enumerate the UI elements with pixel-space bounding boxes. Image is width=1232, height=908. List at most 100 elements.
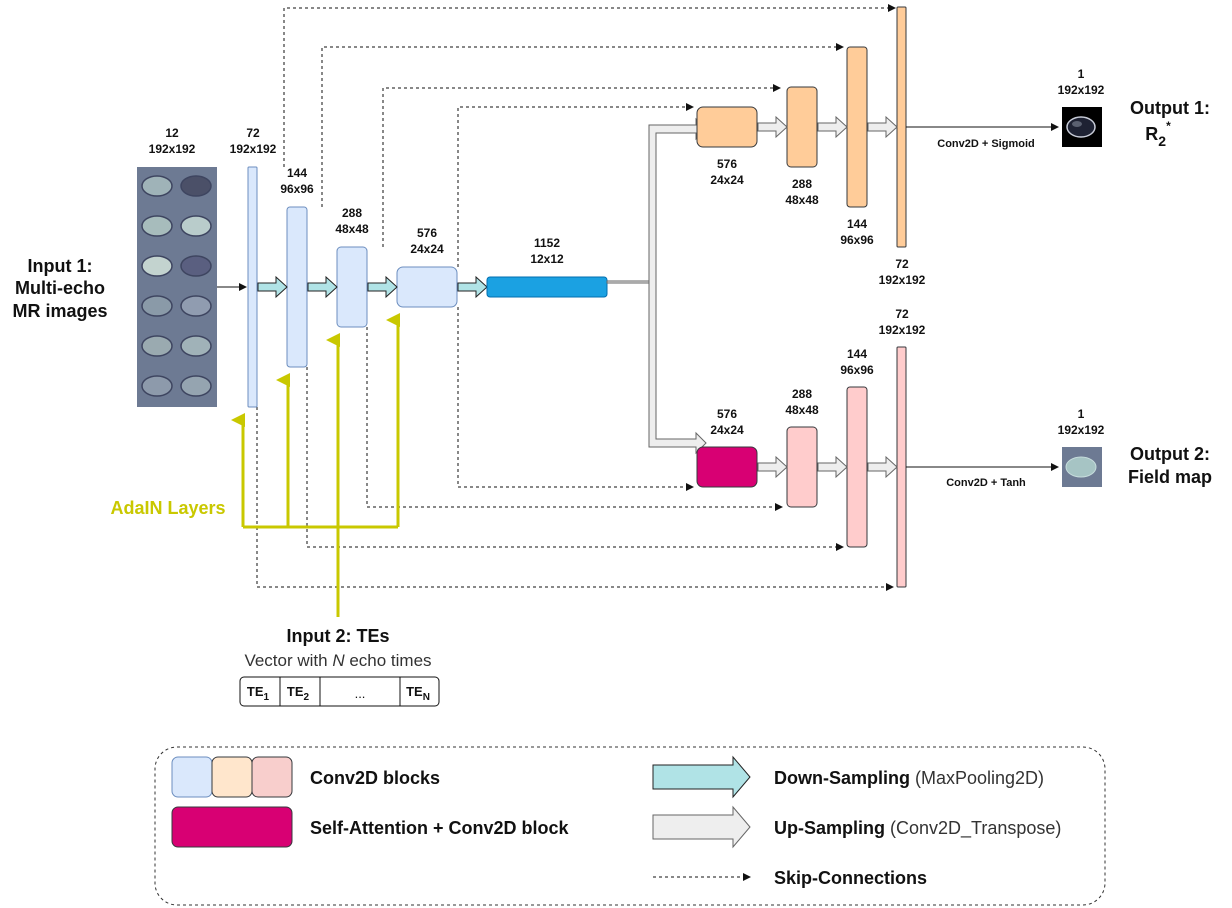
output2-title-line1: Output 2: [1130, 444, 1210, 464]
output1-head-label: Conv2D + Sigmoid [937, 138, 1035, 150]
input2-subtitle: Vector with N echo times [244, 651, 431, 670]
down-arrow-2 [307, 275, 338, 299]
legend-swatch-encoder [171, 756, 213, 798]
encoder-block-3-channels: 288 [342, 206, 362, 220]
mr-echo-thumbnail [180, 215, 212, 237]
output2-head-label: Conv2D + Tanh [946, 477, 1026, 489]
legend-conv-blocks: Conv2D blocks [310, 768, 440, 788]
legend-up-sampling: Up-Sampling (Conv2D_Transpose) [774, 818, 1061, 839]
input1-title-line1: Input 1: [28, 256, 93, 276]
decoder2-block-3-size: 96x96 [840, 363, 874, 377]
down-arrow-1 [257, 275, 288, 299]
legend-border [154, 746, 1106, 906]
mr-echo-thumbnail [141, 375, 173, 397]
branch-trunk [606, 117, 707, 455]
legend-swatch-decoder2 [251, 756, 293, 798]
skip-connections [256, 4, 896, 591]
input1-size: 192x192 [149, 142, 196, 156]
encoder-block-2 [286, 206, 308, 368]
skip-connection-288-top [382, 84, 781, 247]
encoder-block-3 [336, 246, 368, 328]
mr-echo-thumbnail [180, 375, 212, 397]
input1-title-line3: MR images [12, 301, 107, 321]
mr-echo-thumbnail [141, 335, 173, 357]
skip-connection-72-top [283, 4, 896, 167]
output1-channels: 1 [1078, 67, 1085, 81]
te-cell-n: TEN [406, 684, 430, 703]
mr-echo-thumbnail [141, 175, 173, 197]
input1-title-line2: Multi-echo [15, 278, 105, 298]
output2-size: 192x192 [1058, 423, 1105, 437]
mr-echo-thumbnail [180, 335, 212, 357]
decoder2-block-1-size: 24x24 [710, 423, 744, 437]
input1-channels: 12 [165, 126, 179, 140]
skip-connection-144-bottom [306, 367, 844, 551]
skip-connection-288-bottom [366, 327, 783, 511]
legend-up-arrow-icon [652, 805, 751, 849]
decoder2-block-2 [786, 426, 818, 508]
decoder1-block-4-channels: 72 [895, 257, 909, 271]
legend-down-arrow-icon [652, 755, 751, 799]
decoder1-block-1 [696, 106, 758, 148]
mr-echo-thumbnail [141, 255, 173, 277]
decoder2-block-2-size: 48x48 [785, 403, 819, 417]
te-vector: TE1 TE2 ... TEN [239, 676, 440, 707]
decoder1-block-2-channels: 288 [792, 177, 812, 191]
decoder2-block-4 [896, 346, 907, 588]
legend-swatch-attention [171, 806, 293, 848]
decoder1-block-2-size: 48x48 [785, 193, 819, 207]
mr-echo-thumbnail [180, 175, 212, 197]
up-arrow-d1-2 [817, 115, 848, 139]
up-arrow-d2-3 [867, 455, 898, 479]
up-sampling-arrows-decoder2 [757, 455, 898, 479]
input2-title: Input 2: TEs [287, 626, 390, 646]
mr-echo-thumbnail [180, 255, 212, 277]
decoder2-block-3 [846, 386, 868, 548]
encoder-block-2-channels: 144 [287, 166, 307, 180]
te-cell-1: TE1 [247, 684, 270, 703]
bottleneck-channels: 1152 [534, 236, 560, 250]
output1-title: Output 1: [1130, 98, 1210, 118]
adain-label: AdaIN Layers [110, 498, 225, 518]
output2-field-map-image [1062, 447, 1102, 487]
decoder1-block-1-channels: 576 [717, 157, 737, 171]
encoder-block-1-channels: 72 [246, 126, 260, 140]
bottleneck-size: 12x12 [530, 252, 564, 266]
encoder-block-4-channels: 576 [417, 226, 437, 240]
decoder2-attention-block [696, 446, 758, 488]
output1-symbol: R2* [1145, 119, 1171, 149]
up-sampling-arrows-decoder1 [757, 115, 898, 139]
skip-connection-72-bottom [256, 407, 894, 591]
adain-connections [231, 313, 400, 617]
down-arrow-4 [457, 275, 488, 299]
encoder-block-2-size: 96x96 [280, 182, 314, 196]
legend-skip-connections: Skip-Connections [774, 868, 927, 888]
decoder1-block-2 [786, 86, 818, 168]
decoder2-block-4-size: 192x192 [879, 323, 926, 337]
down-arrow-3 [367, 275, 398, 299]
legend-attention-block: Self-Attention + Conv2D block [310, 818, 570, 838]
encoder-block-4-size: 24x24 [410, 242, 444, 256]
output1-size: 192x192 [1058, 83, 1105, 97]
output1-r2star-map-image [1062, 107, 1102, 147]
decoder1-block-4 [896, 6, 907, 248]
decoder1-block-3 [846, 46, 868, 208]
encoder-block-1 [247, 166, 258, 408]
output2-title-line2: Field map [1128, 467, 1212, 487]
input1-mr-image-stack [137, 167, 217, 407]
decoder2-block-4-channels: 72 [895, 307, 909, 321]
up-sampling-branch [606, 117, 707, 455]
decoder1-block-4-size: 192x192 [879, 273, 926, 287]
up-arrow-d2-2 [817, 455, 848, 479]
bottleneck-block [486, 276, 608, 298]
decoder2-block-3-channels: 144 [847, 347, 867, 361]
output2-channels: 1 [1078, 407, 1085, 421]
te-cell-ellipsis: ... [355, 686, 366, 701]
mr-echo-thumbnail [141, 295, 173, 317]
encoder-block-1-size: 192x192 [230, 142, 277, 156]
up-arrow-d2-1 [757, 455, 788, 479]
encoder-block-4 [396, 266, 458, 308]
decoder2-block-2-channels: 288 [792, 387, 812, 401]
mr-echo-thumbnail [180, 295, 212, 317]
down-sampling-arrows [257, 275, 488, 299]
